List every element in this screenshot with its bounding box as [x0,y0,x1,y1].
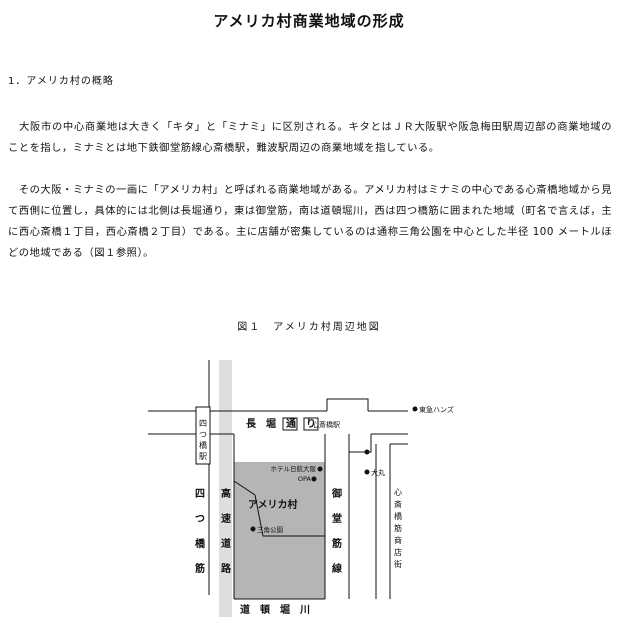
station-label-shinsaibashi: 心斎橋駅 [312,420,340,429]
figure-caption: 図１ アメリカ村周辺地図 [237,322,381,333]
opa-label: OPA [298,475,312,483]
daimaru-label: 大丸 [371,468,385,477]
yotsubashi-station-box [195,406,211,465]
daimaru-upper-dot [364,449,370,455]
svg-text:筋: 筋 [394,523,402,533]
paragraph-1: 大阪市の中心商業地は大きく「キタ」と「ミナミ」に区別される。キタとはＪＲ大阪駅や… [8,121,612,154]
street-line [233,480,325,537]
svg-text:橋: 橋 [199,440,207,450]
station-outline [348,434,372,453]
shopping-street-label: 心 [394,488,402,497]
svg-text:速: 速 [221,512,231,525]
svg-text:路: 路 [221,562,232,575]
document-title: アメリカ村商業地域の形成 [213,12,405,30]
expressway-band [219,360,232,617]
paragraph-2: その大阪・ミナミの一画に「アメリカ村」と呼ばれる商業地域がある。アメリカ村はミナ… [8,184,612,259]
svg-text:駅: 駅 [199,452,207,461]
svg-text:つ: つ [195,514,205,525]
street-label-south: 道 頓 堀 川 [240,603,310,616]
america-mura-area [234,462,325,599]
svg-text:道: 道 [221,537,231,550]
svg-text:店: 店 [394,547,402,557]
street-label-north: 長 堀 通 り [246,417,316,430]
opa-dot [311,476,317,482]
daimaru-dot [364,469,370,475]
svg-text:橋: 橋 [195,537,206,550]
america-mura-map: 四 つ 橋 駅 長 堀 通 り 心斎橋駅 四 つ 橋 筋 高 速 道 路 御 堂… [148,360,454,617]
svg-text:筋: 筋 [194,562,205,575]
section-heading: 1．アメリカ村の概略 [8,76,114,87]
hotel-dot [317,466,323,472]
tokyu-hands-label: 東急ハンズ [419,405,454,414]
svg-text:商: 商 [394,535,402,545]
svg-text:堂: 堂 [332,512,342,525]
svg-text:橋: 橋 [394,511,402,521]
svg-text:つ: つ [199,430,207,439]
svg-text:斎: 斎 [394,499,402,509]
sankaku-park-label: 三角公園 [257,525,283,534]
expressway-label: 高 [221,487,231,500]
tokyu-hands-dot [412,406,418,412]
hotel-label: ホテル日航大阪 [271,464,317,473]
svg-text:街: 街 [394,559,402,569]
street-label-west: 四 [195,488,205,500]
station-label-yotsubashi: 四 [199,419,207,428]
svg-text:線: 線 [332,562,342,575]
america-mura-label: アメリカ村 [248,498,298,511]
station-outline [326,398,369,411]
street-label-east: 御 [331,487,342,500]
sankaku-park-dot [250,526,256,532]
svg-text:筋: 筋 [331,537,342,550]
